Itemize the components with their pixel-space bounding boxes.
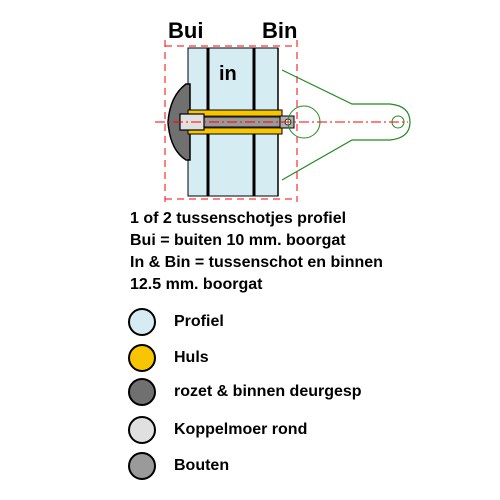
legend-item-rozet: rozet & binnen deurgesp: [128, 378, 488, 410]
label-in: in: [219, 63, 237, 85]
legend-swatch-profiel: [128, 308, 156, 336]
legend-item-huls: Huls: [128, 344, 488, 376]
label-bui: Bui: [168, 18, 203, 43]
door-grip: [281, 69, 411, 181]
legend-item-bouten: Bouten: [128, 452, 488, 484]
description-line-3: In & Bin = tussenschot en binnen: [130, 254, 383, 271]
legend-label-koppelmoer: Koppelmoer rond: [174, 421, 308, 438]
legend-item-koppelmoer: Koppelmoer rond: [128, 416, 488, 448]
description-text: 1 of 2 tussenschotjes profiel Bui = buit…: [130, 208, 490, 296]
legend-label-huls: Huls: [174, 349, 209, 366]
description-line-1: 1 of 2 tussenschotjes profiel: [130, 210, 347, 227]
description-line-2: Bui = buiten 10 mm. boorgat: [130, 232, 346, 249]
legend-swatch-koppelmoer: [128, 416, 156, 444]
label-bin: Bin: [262, 18, 297, 43]
legend-swatch-rozet: [128, 378, 156, 406]
legend-swatch-huls: [128, 344, 156, 372]
legend-swatch-bouten: [128, 452, 156, 480]
legend-label-rozet: rozet & binnen deurgesp: [174, 383, 362, 400]
legend-item-profiel: Profiel: [128, 308, 488, 340]
description-line-4: 12.5 mm. boorgat: [130, 276, 263, 293]
legend-label-profiel: Profiel: [174, 313, 224, 330]
legend-label-bouten: Bouten: [174, 457, 230, 474]
